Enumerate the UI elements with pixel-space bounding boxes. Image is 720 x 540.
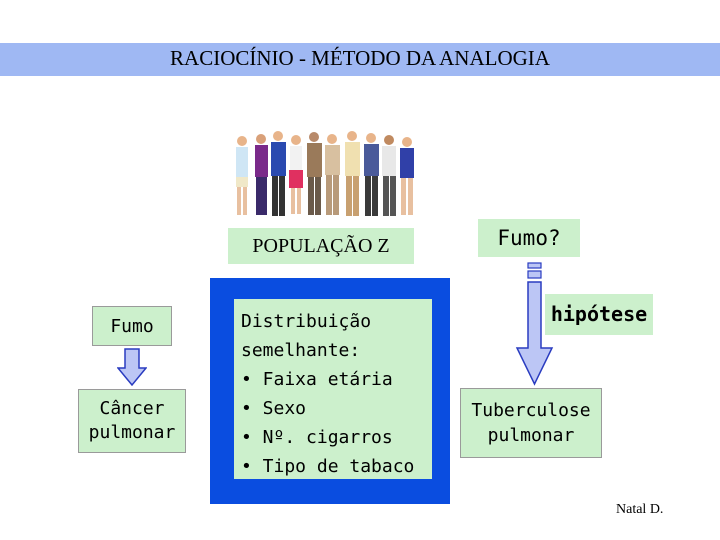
slide-title: RACIOCÍNIO - MÉTODO DA ANALOGIA: [170, 46, 550, 70]
population-label: POPULAÇÃO Z: [228, 228, 414, 264]
cancer-box: Câncer pulmonar: [78, 389, 186, 453]
distribution-line: • Sexo: [241, 398, 307, 419]
cancer-line-2: pulmonar: [88, 422, 176, 443]
person-6: [325, 134, 340, 215]
credit-text: Natal D.: [616, 502, 664, 517]
person-5: [307, 132, 322, 215]
person-9: [382, 135, 396, 216]
cancer-line-1: Câncer: [99, 398, 165, 419]
distribution-line: • Tipo de tabaco: [241, 456, 415, 477]
distribution-line: Distribuição: [241, 311, 372, 332]
distribution-text: Distribuição semelhante: • Faixa etária …: [241, 307, 414, 481]
person-8: [364, 133, 379, 216]
people-group-illustration: [236, 131, 414, 216]
distribution-line: • Nº. cigarros: [241, 427, 393, 448]
person-3: [271, 131, 286, 216]
person-4: [289, 135, 303, 214]
distribution-line: semelhante:: [241, 340, 361, 361]
person-1: [236, 136, 248, 215]
fumo-box: Fumo: [92, 306, 172, 346]
tuberculosis-line-1: Tuberculose: [471, 400, 591, 421]
title-bar: [0, 43, 720, 76]
hypothesis-label: hipótese: [545, 294, 653, 335]
distribution-line: • Faixa etária: [241, 369, 393, 390]
distribution-box: [234, 299, 432, 479]
person-10: [400, 137, 414, 215]
tuberculosis-line-2: pulmonar: [487, 425, 575, 446]
down-arrow-left: [117, 348, 147, 386]
person-2: [255, 134, 268, 215]
hypothesis-arrow: [515, 262, 554, 386]
tuberculosis-box: Tuberculose pulmonar: [460, 388, 602, 458]
fumo-question-label: Fumo?: [478, 219, 580, 257]
person-7: [345, 131, 360, 216]
